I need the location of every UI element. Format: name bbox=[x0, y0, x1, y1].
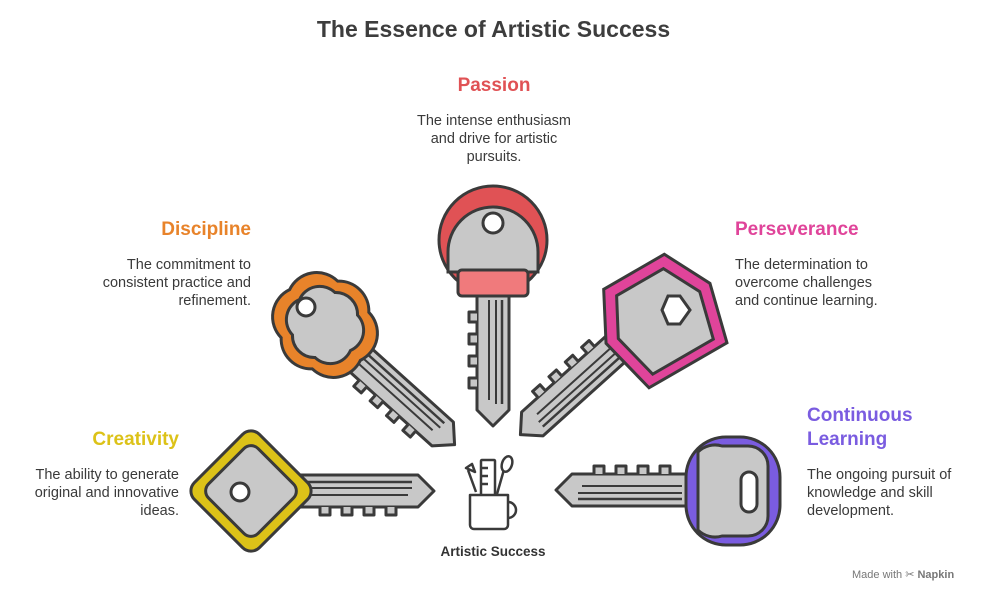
learning-key-icon bbox=[554, 435, 782, 547]
discipline-heading: Discipline bbox=[161, 219, 251, 240]
passion-description: The intense enthusiasm and drive for art… bbox=[417, 113, 571, 165]
creativity-description: The ability to generate original and inn… bbox=[34, 467, 179, 519]
discipline-key-icon bbox=[271, 271, 467, 464]
center-label: Artistic Success bbox=[440, 544, 546, 559]
passion-key-icon bbox=[437, 184, 549, 428]
perseverance-description: The determination to overcome challenges… bbox=[735, 257, 878, 309]
discipline-description: The commitment to consistent practice an… bbox=[102, 257, 251, 309]
learning-heading: Continuous Learning bbox=[807, 405, 913, 450]
learning-key-shaft bbox=[554, 464, 692, 508]
art-supplies-cup-icon bbox=[464, 454, 518, 531]
creativity-heading: Creativity bbox=[92, 429, 179, 450]
perseverance-key-icon bbox=[502, 252, 729, 449]
napkin-logo-icon: ✂ bbox=[905, 569, 915, 581]
creativity-key-shaft bbox=[298, 473, 436, 517]
passion-heading: Passion bbox=[457, 75, 531, 96]
made-with-napkin: Made with ✂ Napkin bbox=[852, 569, 955, 581]
passion-key-shaft bbox=[467, 290, 511, 428]
diagram-title: The Essence of Artistic Success bbox=[316, 16, 671, 42]
creativity-key-icon bbox=[189, 429, 436, 553]
learning-description: The ongoing pursuit of knowledge and ski… bbox=[807, 467, 952, 519]
perseverance-heading: Perseverance bbox=[735, 219, 859, 240]
